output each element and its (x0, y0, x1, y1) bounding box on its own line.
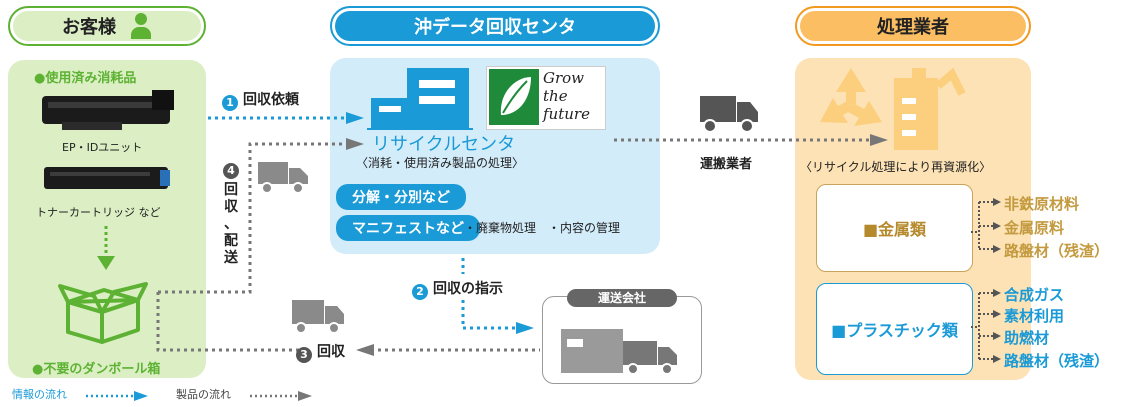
down-arrow-icon (97, 226, 115, 270)
plastics-box: ■プラスチック類 (816, 283, 973, 375)
plastic-item-4: 路盤材（残渣） (1004, 352, 1110, 370)
metal-item-1: 非鉄原材料 (1004, 195, 1080, 213)
step1-number: 1 (222, 94, 238, 111)
legend-info-arrow (86, 391, 148, 401)
cardboard-box-icon (58, 282, 148, 344)
plastic-item-2: 素材利用 (1004, 307, 1065, 325)
legend-product-flow: 製品の流れ (176, 388, 231, 401)
carrier-label: 運搬業者 (700, 157, 753, 172)
truck-icon-step3 (292, 300, 344, 334)
ep-unit-label: EP・IDユニット (62, 141, 143, 154)
step4-number: 4 (223, 162, 239, 179)
center-subtitle: 〈消耗・使用済み製品の処理〉 (356, 156, 525, 170)
processor-header-label: 処理業者 (877, 17, 949, 38)
metals-label: ■金属類 (862, 220, 927, 239)
center-header-label: 沖データ回収センタ (414, 17, 576, 38)
warehouse-icon (561, 329, 677, 375)
consumables-label: ●使用済み消耗品 (34, 71, 137, 86)
step2-number: 2 (412, 283, 428, 300)
plastic-item-3: 助燃材 (1004, 329, 1050, 347)
manifest-tag: マニフェストなど (336, 215, 480, 241)
center-header: 沖データ回収センタ (330, 6, 660, 46)
recycle-icon (820, 68, 882, 126)
output-connectors (971, 198, 1001, 363)
plastics-label: ■プラスチック類 (831, 321, 958, 340)
manifest-items: ・廃棄物処理 ・内容の管理 (464, 221, 621, 235)
step3-text: 回収 (317, 344, 345, 360)
logo-word-1: Grow (543, 69, 585, 87)
cardboard-label: ●不要のダンボール箱 (32, 362, 161, 377)
step2-label: 2 回収の指示 (412, 278, 503, 300)
transport-company-label: 運送会社 (567, 289, 677, 307)
step2-text: 回収の指示 (433, 281, 503, 297)
customer-header-label: お客様 (62, 17, 116, 38)
customer-header: お客様 (8, 6, 206, 46)
grow-the-future-logo: Grow the future (486, 66, 606, 130)
step3-label: 3 回収 (296, 341, 345, 363)
logo-word-3: future (543, 105, 590, 123)
step4-label: 4 回 収 、 配 送 (221, 160, 241, 267)
building-icon (367, 68, 473, 130)
metals-box: ■金属類 (816, 184, 973, 272)
truck-icon-carrier (700, 96, 758, 133)
logo-text: Grow the future (543, 69, 590, 123)
metal-item-2: 金属原料 (1004, 219, 1065, 237)
recycle-caption: 〈リサイクル処理により再資源化〉 (800, 160, 992, 174)
step4-text: 回 収 、 配 送 (224, 181, 238, 266)
transport-company-box: 運送会社 (542, 289, 702, 384)
person-icon (130, 13, 152, 39)
disassembly-tag: 分解・分別など (336, 184, 466, 210)
factory-icon (894, 67, 966, 150)
ep-unit-image (42, 90, 174, 130)
toner-image (44, 167, 170, 189)
leaf-icon (489, 69, 539, 125)
logo-word-2: the (543, 87, 568, 105)
step1-text: 回収依頼 (243, 92, 299, 108)
processor-header: 処理業者 (795, 6, 1031, 46)
legend-product-arrow (250, 391, 312, 401)
toner-label: トナーカートリッジ など (36, 206, 161, 219)
recycle-center-title: リサイクルセンタ (372, 134, 516, 155)
metal-item-3: 路盤材（残渣） (1004, 242, 1110, 260)
step3-number: 3 (296, 346, 312, 363)
legend-info-flow: 情報の流れ (12, 388, 67, 401)
plastic-item-1: 合成ガス (1004, 286, 1065, 304)
truck-icon-step4 (258, 162, 308, 194)
step1-label: 1 回収依頼 (222, 89, 299, 111)
